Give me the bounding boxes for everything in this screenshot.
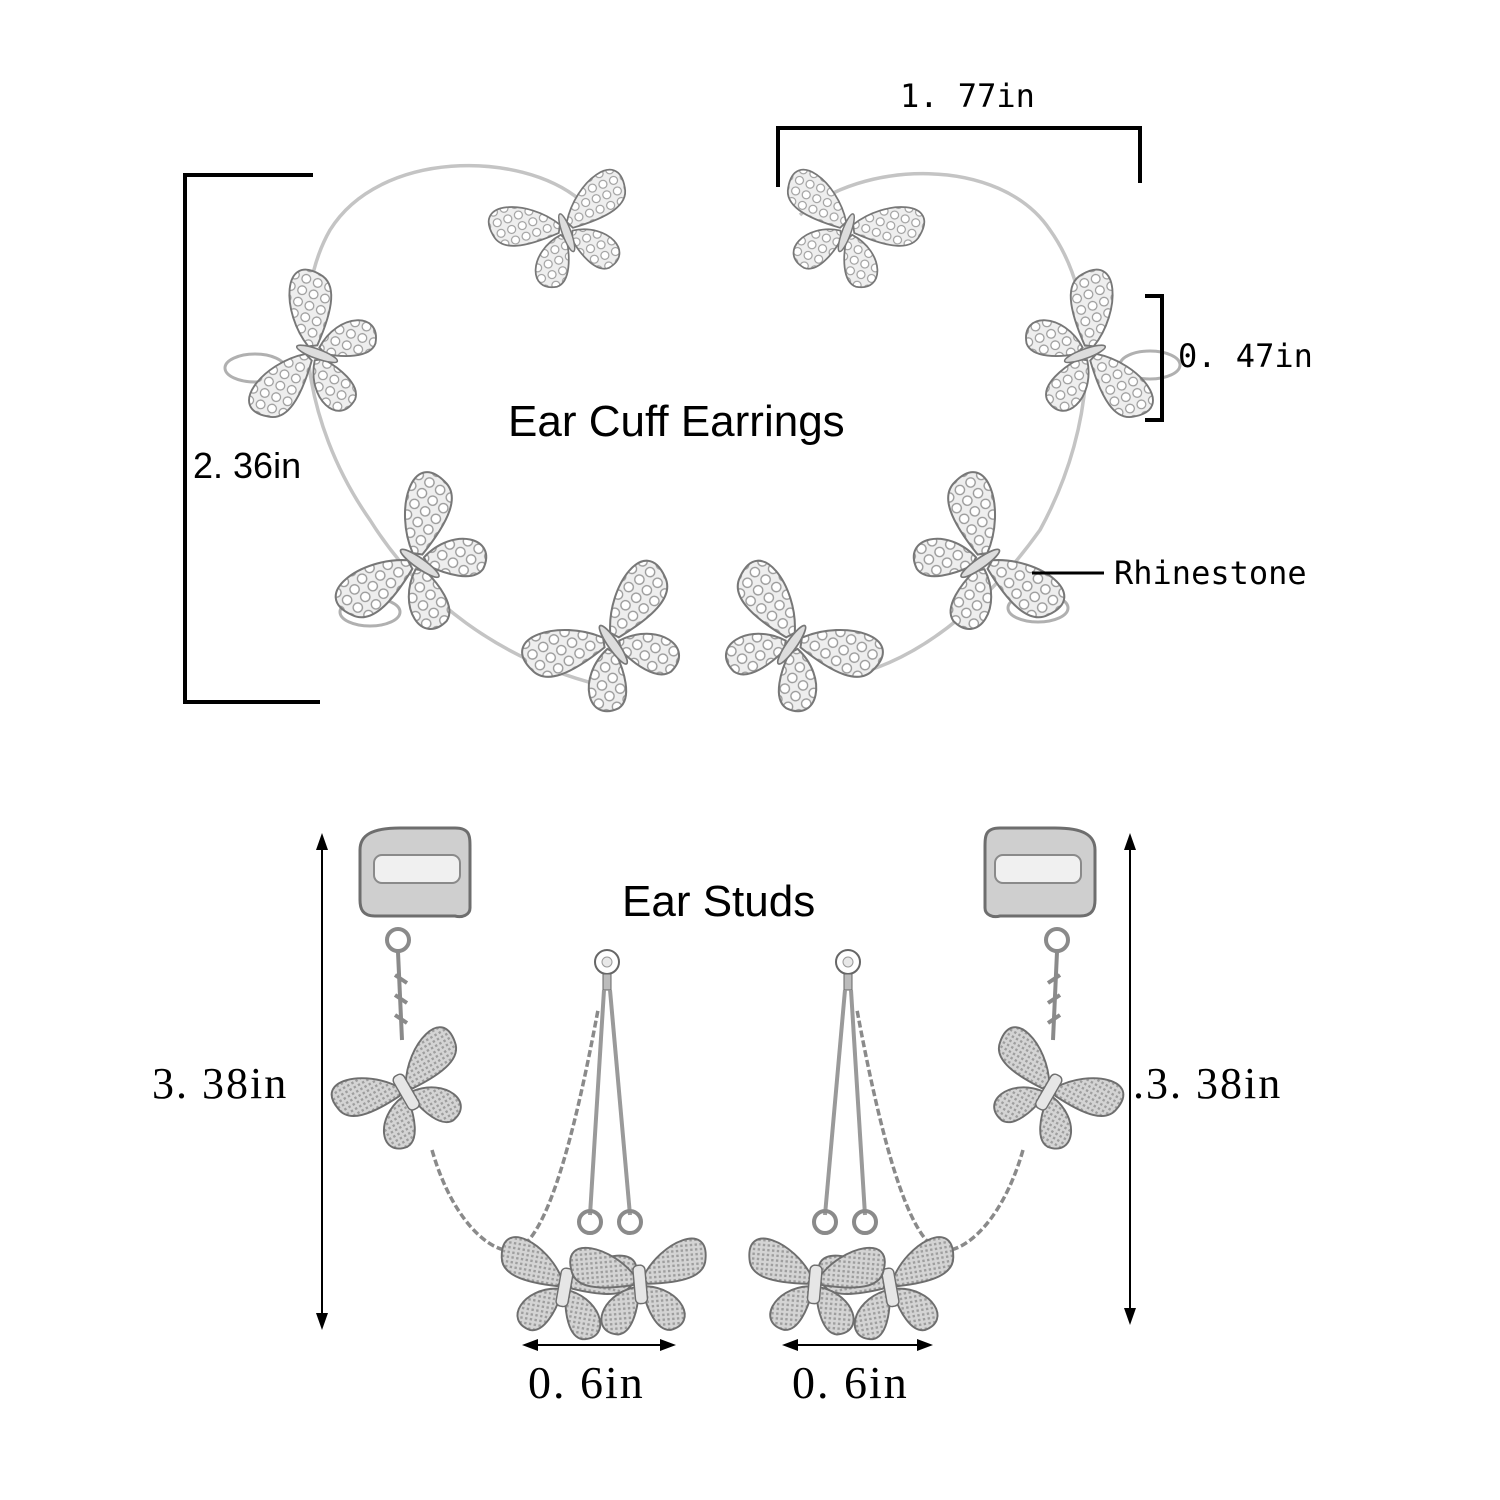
cuff-width-label: 1. 77in: [900, 77, 1035, 115]
rhinestone-butterfly-icon: [328, 464, 513, 664]
butterfly-size-label: 0. 47in: [1178, 337, 1313, 375]
rhinestone-butterfly-icon: [691, 553, 891, 738]
width-bracket: [776, 126, 1142, 187]
stud-length-right-label: .3. 38in: [1133, 1059, 1283, 1108]
ear-studs-title: Ear Studs: [622, 877, 816, 926]
cuff-height-label: 2. 36in: [193, 445, 302, 486]
ear-studs-left: [325, 826, 713, 1348]
ear-cuff-title: Ear Cuff Earrings: [508, 397, 845, 446]
height-bracket: [183, 173, 320, 704]
rhinestone-butterfly-icon: [514, 553, 714, 738]
length-arrow-left: [316, 833, 328, 1330]
rhinestone-butterfly-icon: [887, 464, 1072, 664]
width-arrow-left: [522, 1339, 676, 1351]
material-label: Rhinestone: [1114, 554, 1307, 592]
stud-length-left-label: 3. 38in: [152, 1059, 289, 1108]
rhinestone-butterfly-icon: [483, 164, 651, 303]
pendant-width-right-label: 0. 6in: [792, 1357, 909, 1408]
pendant-width-left-label: 0. 6in: [528, 1357, 645, 1408]
length-arrow-right: [1124, 833, 1136, 1325]
ear-studs-right: [742, 826, 1130, 1348]
butterfly-size-bracket: [1145, 294, 1164, 422]
width-arrow-right: [782, 1339, 933, 1351]
